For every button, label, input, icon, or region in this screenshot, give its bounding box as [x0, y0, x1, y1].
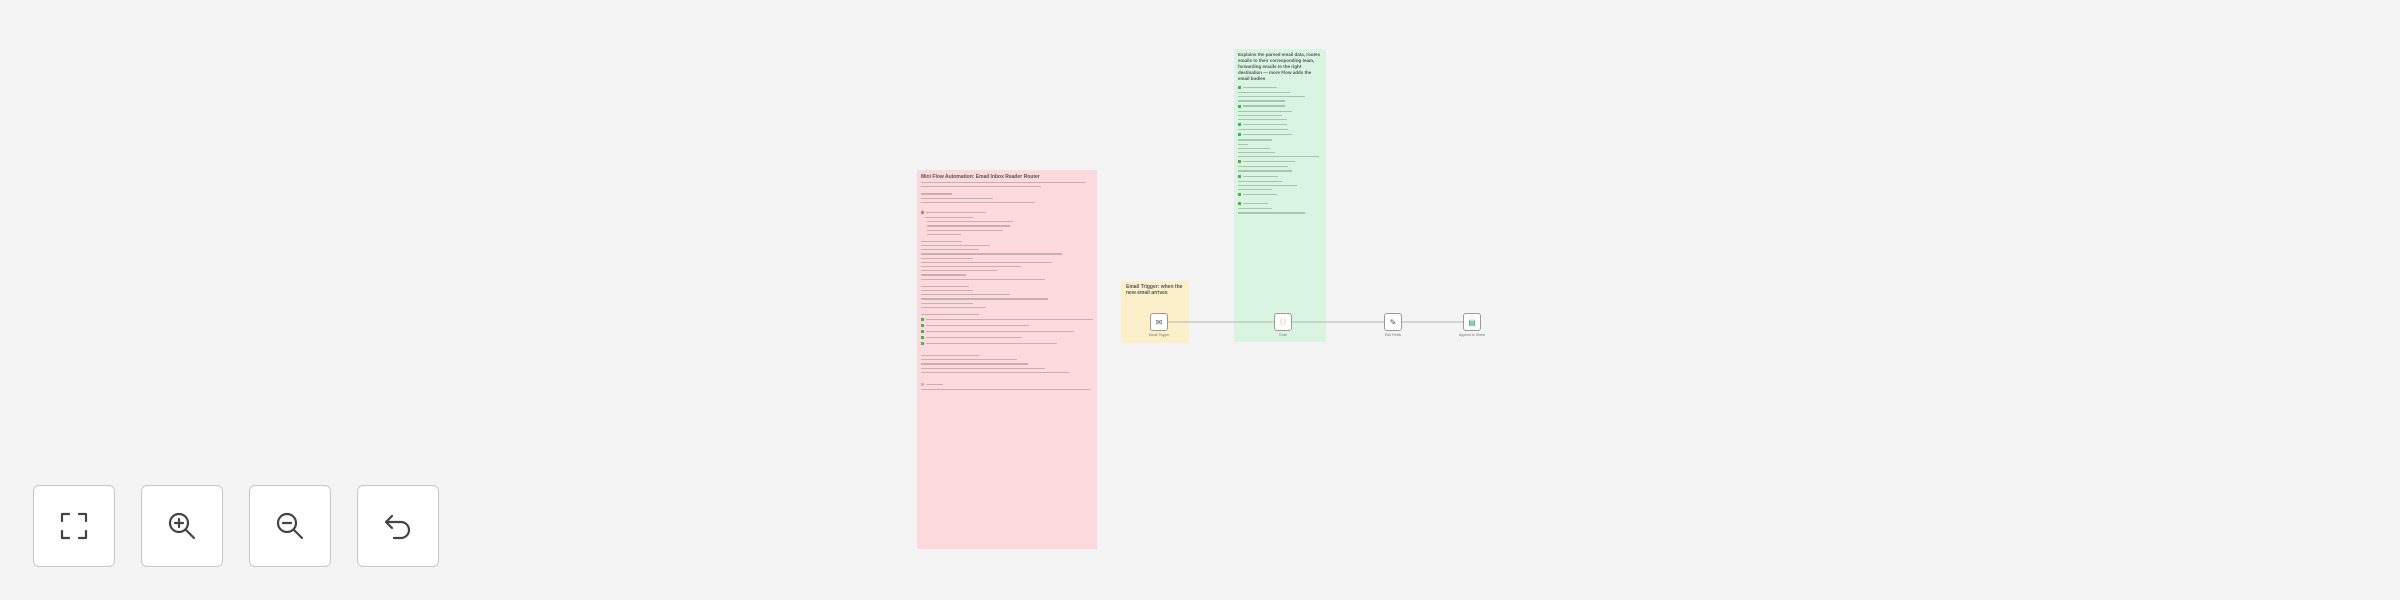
- zoom-in-icon: [168, 512, 196, 540]
- email-icon: ✉: [1155, 317, 1163, 327]
- sheet-icon: ▤: [1468, 317, 1476, 327]
- node-email-trigger[interactable]: ✉: [1150, 313, 1168, 331]
- node-code[interactable]: { }: [1274, 313, 1292, 331]
- pencil-icon: ✎: [1389, 317, 1397, 327]
- fit-view-icon: [60, 512, 88, 540]
- sticky-note-trigger[interactable]: Email Trigger: when the new email arrive…: [1121, 281, 1189, 343]
- zoom-out-button[interactable]: [249, 485, 331, 567]
- sticky-note-trigger-title: Email Trigger: when the new email arrive…: [1126, 284, 1183, 296]
- undo-icon: [384, 514, 411, 540]
- node-email-trigger-label: Email Trigger: [1148, 333, 1170, 337]
- zoom-in-button[interactable]: [141, 485, 223, 567]
- node-append-sheet-label: Append to Sheet: [1458, 333, 1486, 337]
- node-append-sheet[interactable]: ▤: [1463, 313, 1481, 331]
- sticky-note-overview[interactable]: Mini Flow Automation: Email Inbox Reader…: [917, 170, 1097, 549]
- fit-view-button[interactable]: [33, 485, 115, 567]
- sticky-note-overview-title: Mini Flow Automation: Email Inbox Reader…: [921, 174, 1040, 180]
- undo-button[interactable]: [357, 485, 439, 567]
- node-code-label: Code: [1278, 333, 1288, 337]
- node-edit-fields[interactable]: ✎: [1384, 313, 1402, 331]
- node-edit-fields-label: Edit Fields: [1384, 333, 1402, 337]
- zoom-out-icon: [276, 512, 304, 540]
- sticky-note-routing[interactable]: Explains the parsed email data, routes e…: [1234, 49, 1326, 342]
- code-icon: { }: [1280, 319, 1286, 325]
- sticky-note-routing-title: Explains the parsed email data, routes e…: [1238, 52, 1321, 81]
